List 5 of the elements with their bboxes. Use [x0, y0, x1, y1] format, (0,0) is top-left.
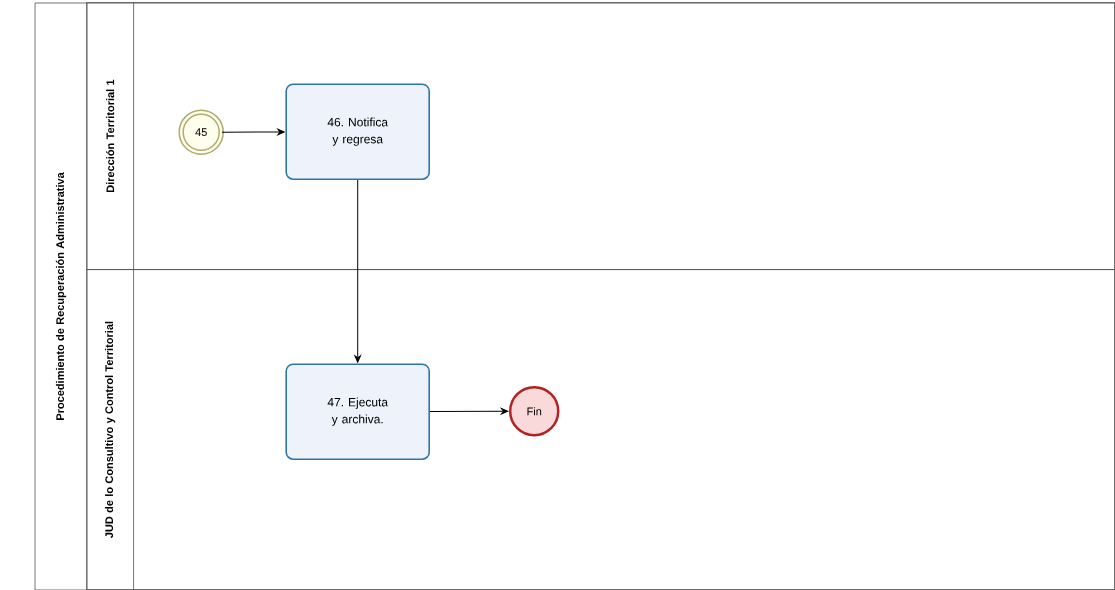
task-box: 46. Notifica y regresa: [285, 83, 430, 180]
arrow: [429, 407, 509, 415]
arrow: [221, 128, 285, 136]
task-box: 47. Ejecuta y archiva.: [285, 363, 430, 460]
arrow: [354, 179, 362, 363]
